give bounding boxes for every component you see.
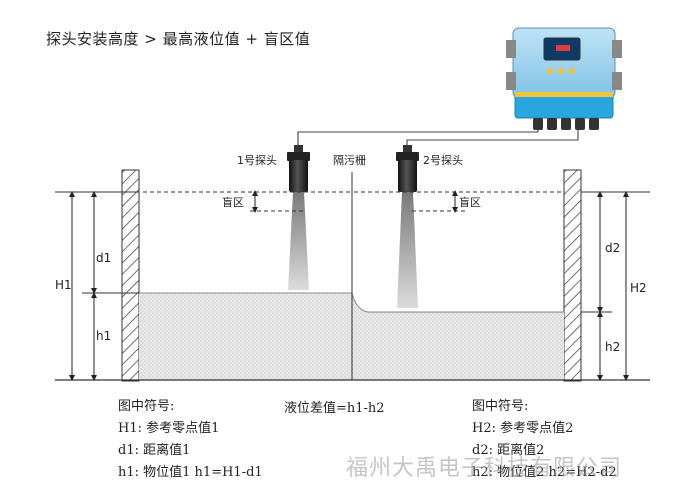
liquid-left-chamber — [139, 293, 352, 380]
legend-left-header: 图中符号: — [118, 399, 175, 414]
difference-formula: 液位差值=h1-h2 — [284, 401, 385, 416]
d1-label: d1 — [96, 251, 111, 265]
controller-unit — [506, 27, 622, 130]
left-tank-wall — [121, 169, 140, 382]
probe-2-icon — [396, 145, 419, 308]
indicator-light-icon — [568, 67, 576, 75]
mounting-bracket-icon — [612, 72, 622, 90]
mounting-bracket-icon — [612, 40, 622, 58]
legend-left: 图中符号: H1: 参考零点值1 d1: 距离值1 h1: 物位值1 h1=H1… — [118, 396, 263, 484]
probe-2-label: 2号探头 — [423, 154, 463, 167]
d2-label: d2 — [605, 241, 620, 255]
screen-label: 隔污栅 — [333, 153, 366, 167]
blind-zone-left-label: 盲区 — [222, 195, 244, 209]
legend-right-line-1: H2: 参考零点值2 — [472, 421, 574, 436]
probe-cables — [297, 130, 579, 146]
legend-right-line-3: h2: 物位值2 h2=H2-d2 — [472, 465, 617, 480]
H2-label: H2 — [630, 281, 647, 295]
probe-1-label: 1号探头 — [237, 154, 277, 167]
legend-right-header: 图中符号: — [472, 399, 529, 414]
legend-right: 图中符号: H2: 参考零点值2 d2: 距离值2 h2: 物位值2 h2=H2… — [472, 396, 617, 484]
legend-left-line-3: h1: 物位值1 h1=H1-d1 — [118, 465, 263, 480]
blind-zone-right-label: 盲区 — [459, 195, 481, 209]
mounting-bracket-icon — [506, 72, 516, 90]
page-title: 探头安装高度 > 最高液位值 + 盲区值 — [46, 30, 311, 48]
legend-left-line-2: d1: 距离值1 — [118, 443, 191, 458]
indicator-light-icon — [546, 67, 554, 75]
right-tank-wall — [563, 169, 582, 382]
h1-label: h1 — [96, 329, 111, 343]
h2-label: h2 — [605, 340, 620, 354]
indicator-light-icon — [557, 67, 565, 75]
legend-left-line-1: H1: 参考零点值1 — [118, 421, 220, 436]
liquid-right-chamber — [352, 293, 564, 380]
mounting-bracket-icon — [506, 40, 516, 58]
company-watermark: 福州大禹电子科技有限公司 — [346, 456, 623, 481]
H1-label: H1 — [55, 278, 72, 292]
legend-right-line-2: d2: 距离值2 — [472, 443, 545, 458]
probe-1-icon — [287, 145, 310, 290]
